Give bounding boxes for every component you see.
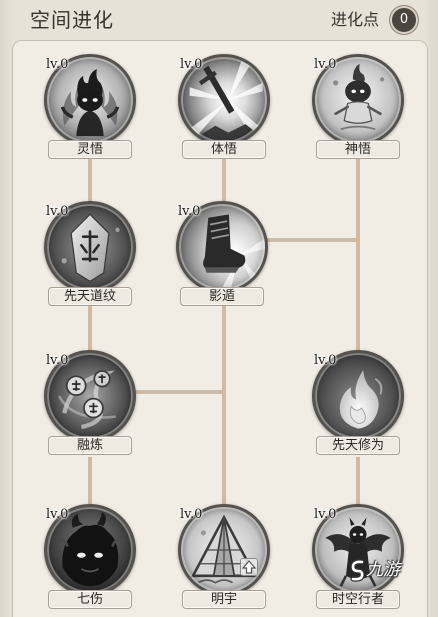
evolution-points-label: 进化点 <box>331 10 380 29</box>
connector-line <box>88 158 92 206</box>
skill-level: lv.0 <box>180 507 203 522</box>
skill-label: 灵悟 <box>48 140 132 159</box>
skill-label: 七伤 <box>48 590 132 609</box>
skill-node-qishang[interactable]: lv.0 七伤 <box>42 502 138 612</box>
watermark-text: 九游 <box>366 560 400 580</box>
skill-node-tiwu[interactable]: lv.0 体悟 <box>176 52 272 162</box>
skill-label: 体悟 <box>182 140 266 159</box>
skill-node-xiantian-xiuwei[interactable]: lv.0 先天修为 <box>310 348 406 458</box>
skill-label: 影遁 <box>180 287 264 306</box>
connector-line <box>222 306 226 506</box>
skill-node-xiantian-daowen[interactable]: lv.0 先天道纹 <box>42 199 138 309</box>
skill-node-mingyu[interactable]: lv.0 明宇 <box>176 502 272 612</box>
skill-level: lv.0 <box>314 353 337 368</box>
connector-line <box>356 158 360 354</box>
skill-level: lv.0 <box>180 57 203 72</box>
skill-node-lingwu[interactable]: lv.0 灵悟 <box>42 52 138 162</box>
skill-label: 时空行者 <box>316 590 400 609</box>
skill-orb[interactable] <box>44 54 136 146</box>
skill-node-shenwu[interactable]: lv.0 神悟 <box>310 52 406 162</box>
skill-label: 先天修为 <box>316 436 400 455</box>
skill-label: 神悟 <box>316 140 400 159</box>
skill-orb[interactable] <box>312 350 404 442</box>
skill-orb[interactable] <box>178 54 270 146</box>
watermark: 九游 <box>348 557 400 583</box>
skill-level: lv.0 <box>178 204 201 219</box>
skill-label: 融炼 <box>48 436 132 455</box>
skill-level: lv.0 <box>314 57 337 72</box>
connector-line <box>132 390 226 394</box>
page-title: 空间进化 <box>30 8 114 32</box>
connector-line <box>222 158 226 206</box>
connector-line <box>264 238 360 242</box>
skill-level: lv.0 <box>46 57 69 72</box>
skill-orb[interactable] <box>312 54 404 146</box>
skill-orb[interactable] <box>44 201 136 293</box>
connector-line <box>88 457 92 505</box>
skill-node-ronglian[interactable]: lv.0 融炼 <box>42 348 138 458</box>
skill-level: lv.0 <box>46 507 69 522</box>
connector-line <box>356 457 360 505</box>
skill-level: lv.0 <box>46 204 69 219</box>
skill-label: 明宇 <box>182 590 266 609</box>
skill-orb[interactable] <box>178 504 270 596</box>
evolution-points-badge: 0 <box>390 6 418 34</box>
jiuyou-logo-icon <box>350 559 365 582</box>
skill-orb[interactable] <box>44 350 136 442</box>
connector-line <box>88 306 92 354</box>
skill-node-yingdun[interactable]: lv.0 影遁 <box>174 199 270 309</box>
skill-level: lv.0 <box>314 507 337 522</box>
upgrade-arrow-icon <box>240 558 258 576</box>
skill-level: lv.0 <box>46 353 69 368</box>
skill-label: 先天道纹 <box>48 287 132 306</box>
